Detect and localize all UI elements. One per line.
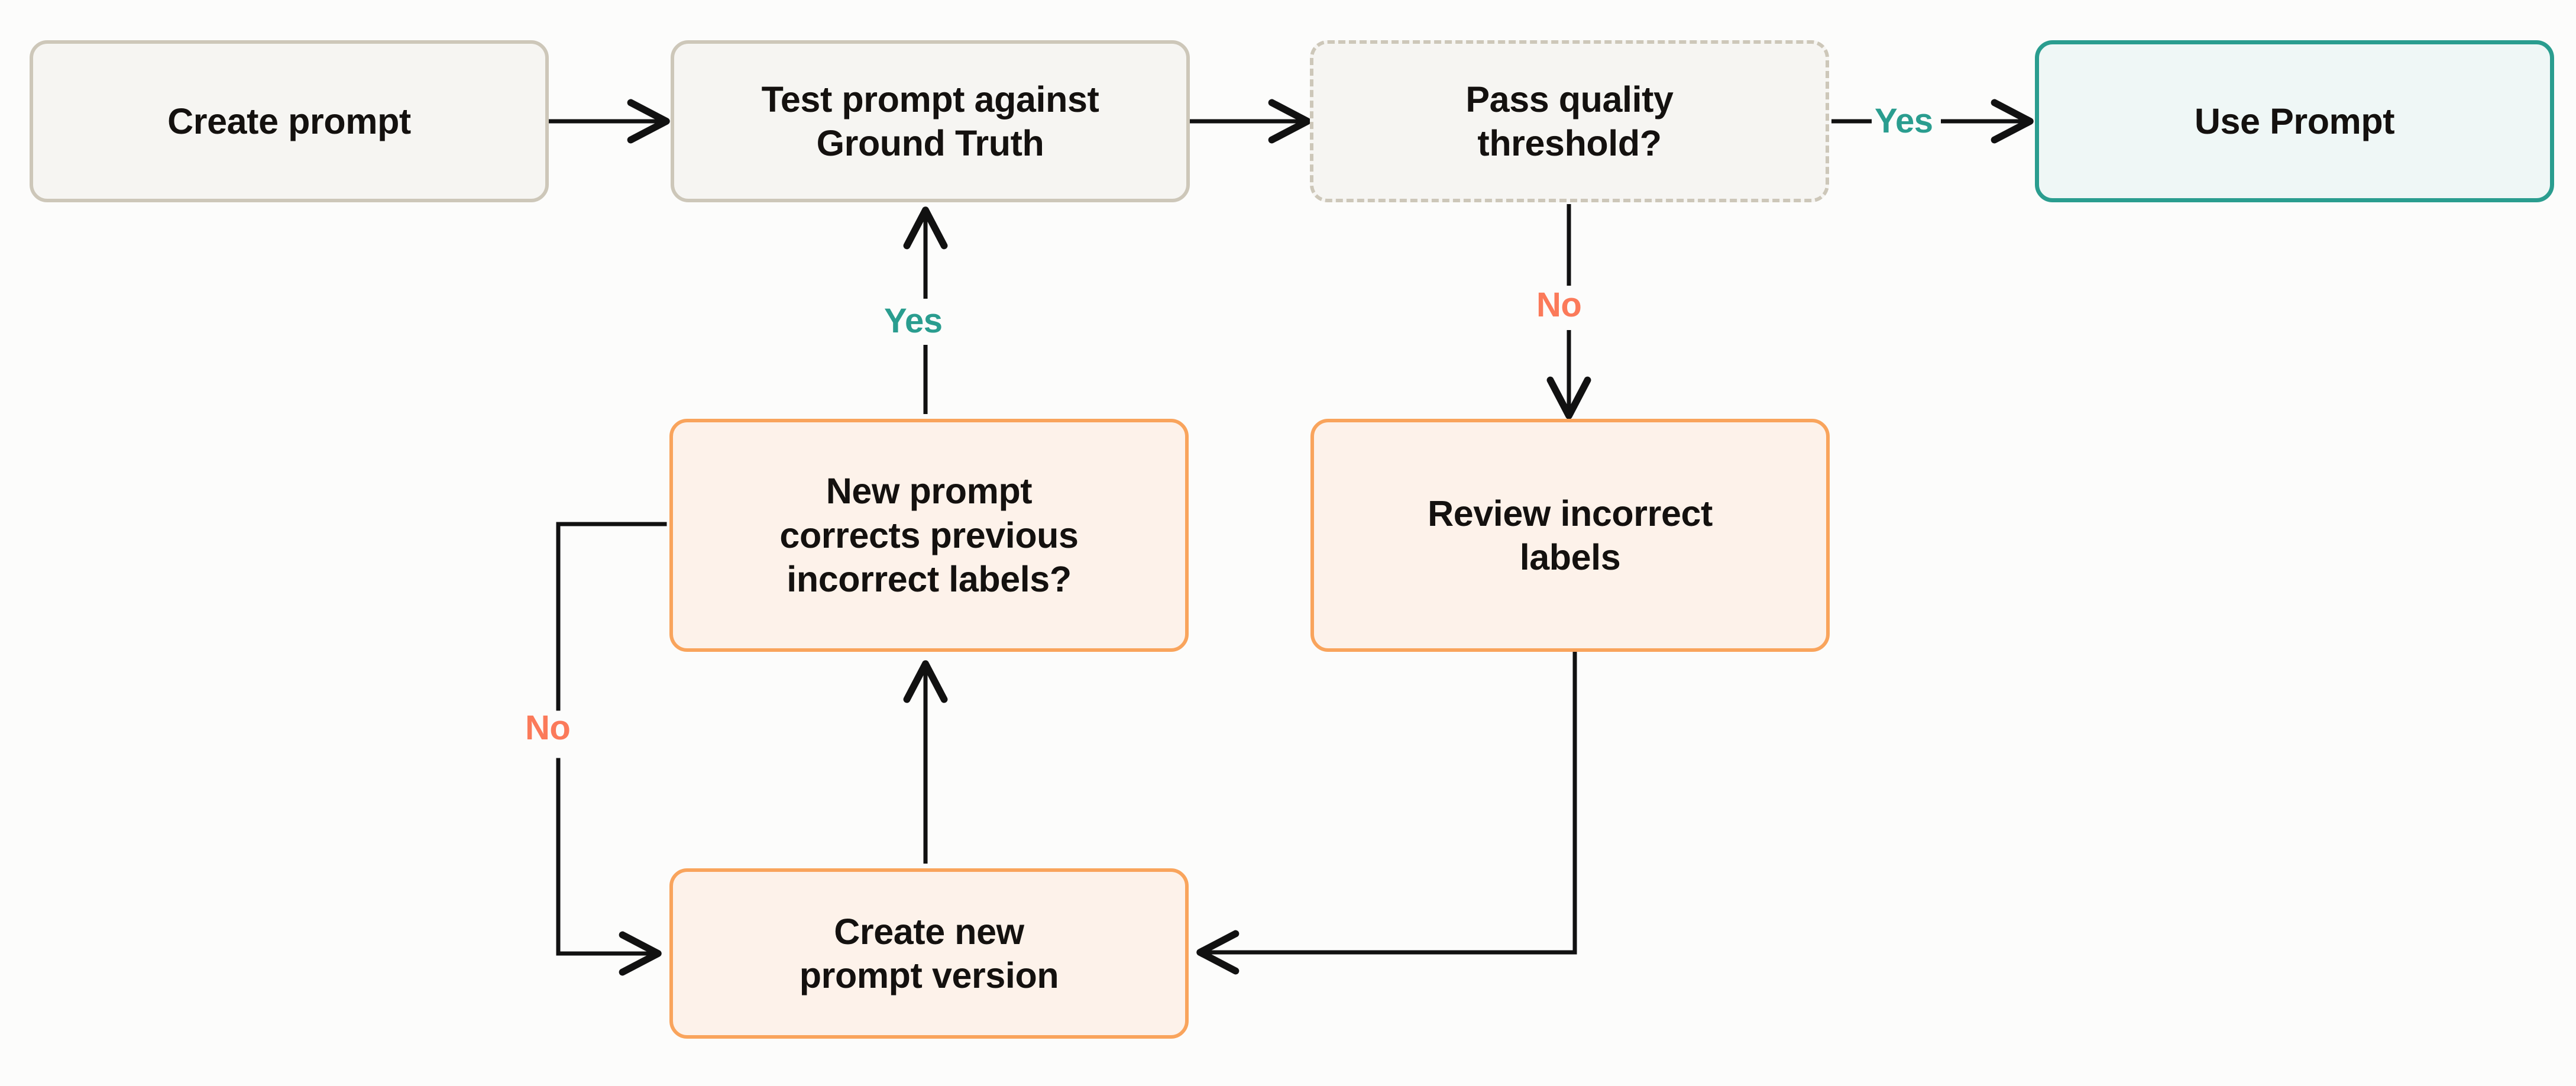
edge-label-no-corrects: No: [525, 709, 571, 747]
node-create-prompt-label: Create prompt: [167, 101, 411, 141]
edge-corrects-to-version-a: [556, 522, 667, 711]
node-use-prompt-label: Use Prompt: [2194, 101, 2395, 141]
edge-label-yes-retest: Yes: [884, 302, 943, 340]
edge-review-to-version: [1196, 651, 1577, 975]
edge-label-yes-use-prompt: Yes: [1875, 102, 1933, 140]
edge-corrects-to-version-b: [556, 758, 662, 976]
node-create-prompt[interactable]: Create prompt: [30, 40, 549, 202]
edge-label-no-quality: No: [1536, 286, 1582, 324]
node-use-prompt[interactable]: Use Prompt: [2035, 40, 2554, 202]
